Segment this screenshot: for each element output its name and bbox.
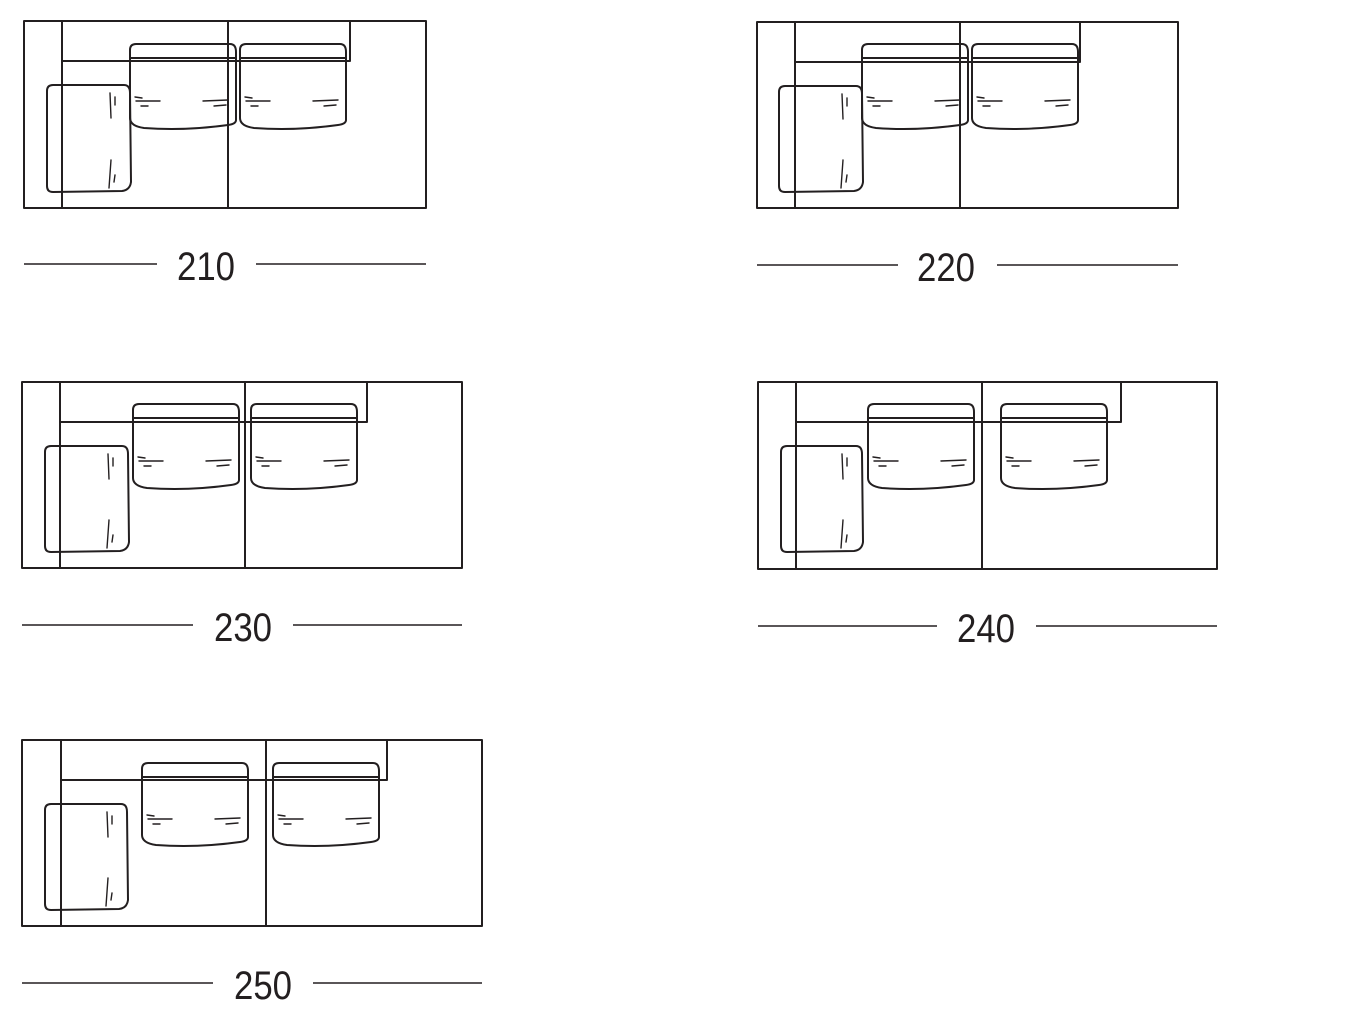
sofa-230	[21, 381, 463, 626]
sofa-outline	[21, 739, 483, 927]
back-cushion	[129, 43, 237, 130]
sofa-220	[756, 21, 1179, 266]
back-cushion	[272, 762, 380, 847]
backrest-line	[60, 739, 388, 781]
back-cushion	[132, 403, 240, 490]
cushion-stitch	[866, 96, 961, 107]
sofa-outline	[21, 381, 463, 569]
sofa-drawings	[21, 20, 1218, 984]
sofa-210	[23, 20, 427, 265]
side-cushion-stitch	[105, 811, 113, 907]
cushion-stitch	[146, 814, 241, 825]
backrest-line	[59, 381, 368, 423]
side-cushion-stitch	[106, 453, 114, 549]
sofa-outline	[757, 381, 1218, 570]
side-cushion-stitch	[108, 92, 116, 189]
back-cushion	[971, 43, 1079, 130]
width-label-210: 210	[177, 245, 235, 289]
sofa-240	[757, 381, 1218, 627]
back-cushion	[861, 43, 969, 130]
cushion-stitch	[872, 456, 967, 467]
cushion-stitch	[277, 814, 372, 825]
width-label-230: 230	[214, 606, 272, 650]
cushion-stitch	[1005, 456, 1100, 467]
side-cushion-stitch	[840, 453, 848, 549]
cushion-stitch	[255, 456, 350, 467]
sofa-outline	[23, 20, 427, 209]
backrest-line	[795, 381, 1122, 423]
back-cushion	[141, 762, 249, 847]
cushion-stitch	[134, 96, 229, 107]
cushion-stitch	[137, 456, 232, 467]
backrest-line	[61, 20, 351, 62]
width-label-240: 240	[957, 607, 1015, 651]
side-cushion	[778, 85, 864, 193]
width-label-220: 220	[917, 246, 975, 290]
side-cushion	[44, 803, 129, 911]
cushion-stitch	[976, 96, 1071, 107]
sofa-250	[21, 739, 483, 984]
side-cushion-stitch	[840, 93, 848, 189]
width-label-250: 250	[234, 964, 292, 1008]
back-cushion	[250, 403, 358, 490]
cushion-stitch	[244, 96, 339, 107]
back-cushion	[239, 43, 347, 130]
side-cushion	[44, 445, 130, 553]
side-cushion	[780, 445, 864, 553]
sofa-outline	[756, 21, 1179, 209]
back-cushion	[1000, 403, 1108, 490]
backrest-line	[794, 21, 1081, 63]
back-cushion	[867, 403, 975, 490]
side-cushion	[46, 84, 132, 193]
